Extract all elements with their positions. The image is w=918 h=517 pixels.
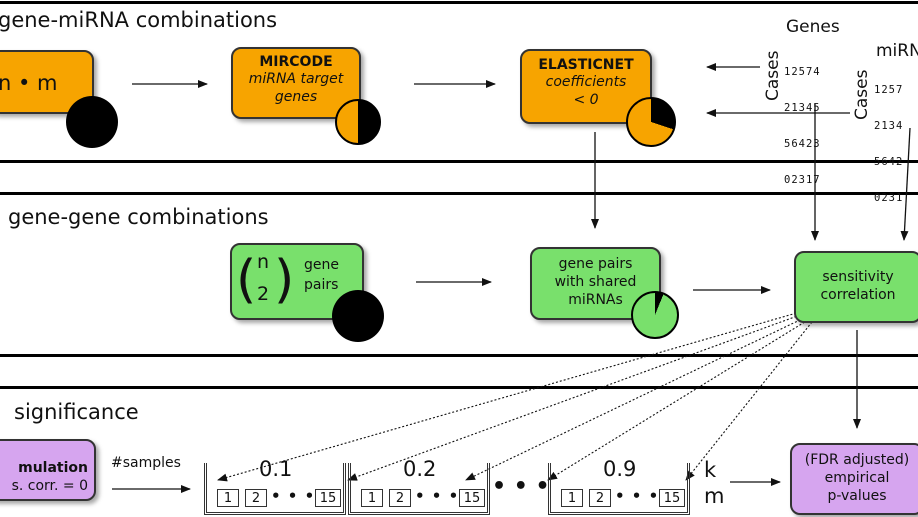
separator-1b — [0, 192, 918, 195]
bucket-3-cell-first: 1 — [561, 489, 583, 507]
bucket-3-cell-second: 2 — [589, 489, 611, 507]
dotted-arrow-bucket-4 — [547, 319, 809, 481]
node-sensitivity: sensitivity correlation — [794, 251, 918, 323]
pie-elasticnet-partial — [626, 97, 676, 147]
node-pvalues-line2: empirical — [824, 470, 890, 486]
section-title-significance: significance — [14, 400, 139, 424]
binom-line1: gene — [304, 257, 339, 273]
bucket-3-cell-dots: • • • — [615, 487, 660, 505]
mirna-matrix-title: miRN — [876, 41, 918, 61]
node-mircode: MIRCODE miRNA target genes — [231, 47, 361, 119]
mirna-matrix-values: 1257 2134 5642 0231 — [874, 60, 903, 216]
mirna-matrix-row: 2134 — [874, 120, 904, 132]
node-elasticnet-line2: < 0 — [573, 92, 599, 108]
separator-top — [0, 1, 918, 4]
bucket-1: 0.1 1 2 • • • 15 — [204, 457, 346, 515]
km-label-k: k — [704, 458, 717, 482]
node-sensitivity-line2: correlation — [820, 287, 896, 303]
dotted-arrow-bucket-1 — [217, 311, 801, 482]
separator-1a — [0, 160, 918, 163]
node-pvalues-line1: (FDR adjusted) — [804, 452, 910, 468]
pie-mircode-half — [335, 99, 381, 145]
node-mircode-line2: genes — [274, 89, 318, 105]
arrow-mirna-to-sensitivity — [900, 127, 911, 241]
bucket-1-cell-last: 15 — [315, 489, 341, 507]
pie-binom-full — [332, 290, 384, 342]
bucket-2-cell-second: 2 — [389, 489, 411, 507]
bucket-dots: • • • — [492, 474, 550, 499]
binom-k: 2 — [257, 283, 270, 305]
bucket-3: 0.9 1 2 • • • 15 — [548, 457, 690, 515]
node-shared-line2: with shared — [554, 274, 637, 290]
node-mircode-line1: miRNA target — [248, 71, 344, 87]
bucket-1-cell-dots: • • • — [271, 487, 316, 505]
dotted-arrow-bucket-5 — [685, 321, 813, 481]
pie-shared-small — [631, 291, 679, 339]
binom-paren-left: ( — [236, 250, 257, 310]
separator-2a — [0, 354, 918, 357]
mirna-matrix-row: 1257 — [874, 84, 904, 96]
node-sensitivity-line1: sensitivity — [822, 269, 894, 285]
genes-matrix-title: Genes — [786, 17, 840, 37]
genes-matrix-row: 02317 — [784, 174, 821, 186]
dotted-arrow-bucket-2 — [347, 314, 801, 481]
genes-matrix-row: 12574 — [784, 66, 821, 78]
bucket-2-cell-dots: • • • — [415, 487, 460, 505]
samples-label: #samples — [111, 455, 181, 471]
pie-nm-full — [66, 96, 118, 148]
node-simulation: mulation s. corr. = 0 — [0, 439, 96, 501]
node-simulation-line2: s. corr. = 0 — [11, 478, 88, 494]
bucket-1-cell-second: 2 — [245, 489, 267, 507]
dotted-arrow-bucket-3 — [465, 317, 805, 481]
separator-2b — [0, 386, 918, 389]
bucket-1-value: 0.1 — [259, 457, 293, 481]
node-nm-label: n • m — [0, 71, 58, 95]
section-title-gene-gene: gene-gene combinations — [8, 205, 269, 229]
genes-matrix-row: 21345 — [784, 102, 821, 114]
genes-matrix-side-label: Cases — [763, 50, 783, 101]
bucket-2: 0.2 1 2 • • • 15 — [348, 457, 490, 515]
node-shared-line1: gene pairs — [558, 256, 633, 272]
bucket-3-value: 0.9 — [603, 457, 637, 481]
bucket-2-value: 0.2 — [403, 457, 437, 481]
section-title-gene-mirna: gene-miRNA combinations — [0, 8, 278, 32]
node-simulation-line1: mulation — [18, 460, 88, 476]
binom-n: n — [257, 251, 270, 273]
node-pvalues: (FDR adjusted) empirical p-values — [790, 443, 918, 515]
km-label-m: m — [704, 484, 725, 508]
node-pvalues-line3: p-values — [827, 488, 887, 504]
bucket-1-cell-first: 1 — [217, 489, 239, 507]
binom-line2: pairs — [304, 277, 339, 293]
node-mircode-title: MIRCODE — [259, 54, 333, 70]
node-elasticnet-title: ELASTICNET — [538, 57, 634, 73]
binom-paren-right: ) — [274, 250, 295, 310]
genes-matrix-values: 12574 21345 56423 02317 — [784, 42, 821, 198]
genes-matrix-row: 56423 — [784, 138, 821, 150]
bucket-2-cell-last: 15 — [459, 489, 485, 507]
node-elasticnet-line1: coefficients — [545, 74, 627, 90]
mirna-matrix-row: 5642 — [874, 156, 904, 168]
bucket-3-cell-last: 15 — [659, 489, 685, 507]
mirna-matrix-side-label: Cases — [852, 69, 872, 120]
mirna-matrix-row: 0231 — [874, 192, 904, 204]
node-shared-line3: miRNAs — [568, 292, 623, 308]
bucket-2-cell-first: 1 — [361, 489, 383, 507]
